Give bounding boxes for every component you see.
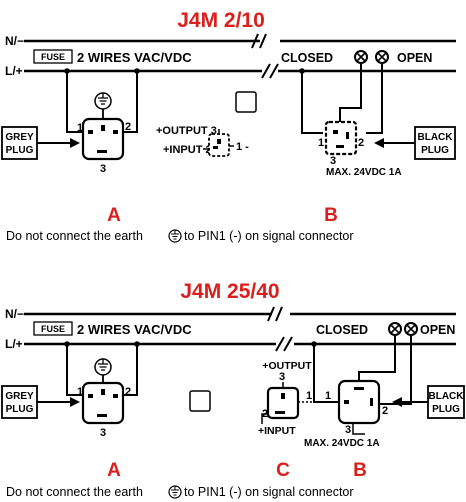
- grey-plug-line2: PLUG: [6, 404, 34, 415]
- line-break-mark: [267, 306, 293, 352]
- pin-b2: 2: [382, 405, 388, 417]
- junction: [134, 68, 140, 74]
- wires-label: 2 WIRES VAC/VDC: [77, 322, 192, 337]
- pin-b3: 3: [330, 155, 336, 167]
- note-text: Do not connect the earth: [6, 485, 143, 499]
- closed-lamp-icon: [388, 322, 402, 336]
- fuse-box: [33, 49, 73, 64]
- junction: [64, 68, 70, 74]
- pin-c3: 3: [279, 371, 285, 383]
- grey-plug-line2: PLUG: [6, 145, 34, 156]
- grey-plug-arrow-icon: [37, 397, 80, 407]
- connector-a: 1 2 3: [77, 92, 131, 175]
- connector-c: +OUTPUT 3 +INPUT 2 1 -: [156, 125, 249, 157]
- fuse-box: [33, 321, 73, 336]
- wire-b2: [366, 63, 383, 134]
- pin-a1: 1: [77, 386, 83, 398]
- n-label: N/−: [5, 34, 24, 48]
- pin-b3: 3: [345, 424, 351, 436]
- grey-plug-arrow-icon: [37, 138, 80, 148]
- closed-label: CLOSED: [316, 323, 368, 337]
- pin-a2: 2: [125, 386, 131, 398]
- closed-label: CLOSED: [281, 51, 333, 65]
- pin-a3: 3: [100, 163, 106, 175]
- wire-a2: [124, 71, 138, 133]
- output-label: +OUTPUT 3: [156, 125, 217, 137]
- wire-b1: [301, 71, 323, 134]
- junction: [299, 68, 305, 74]
- pin-b2: 2: [358, 137, 364, 149]
- open-label: OPEN: [397, 51, 432, 65]
- diagram1-title: J4M 2/10: [177, 9, 265, 32]
- grey-plug-line1: GREY: [5, 391, 34, 402]
- black-plug-line2: PLUG: [421, 145, 449, 156]
- label-c: C: [276, 460, 290, 481]
- input-label: +INPUT: [258, 425, 296, 437]
- wire-b1: [313, 344, 339, 403]
- black-plug-box: [427, 385, 465, 419]
- diagram-j4m-2-10: J4M 2/10 N/− L/+ FUSE 2 WIRES VAC/VDC CL…: [1, 9, 456, 243]
- fuse-label: FUSE: [41, 52, 65, 62]
- wire-b3: [339, 63, 362, 122]
- wire-a2: [124, 344, 138, 396]
- note-tail: to PIN1 (-) on signal connector: [184, 485, 354, 499]
- black-plug-box: [414, 126, 456, 160]
- connector-c: +OUTPUT 3 2 +INPUT 1: [258, 360, 318, 437]
- wire-b3: [358, 336, 396, 381]
- note-text: Do not connect the earth: [6, 229, 143, 243]
- earth-icon: [168, 485, 182, 499]
- open-lamp-icon: [375, 50, 389, 64]
- l-label: L/+: [5, 64, 23, 78]
- grey-plug-box: [1, 126, 38, 160]
- pin-c1: 1: [306, 390, 312, 402]
- open-lamp-icon: [404, 322, 418, 336]
- diagram-j4m-25-40: J4M 25/40 N/− L/+ FUSE 2 WIRES VAC/VDC C…: [1, 280, 465, 499]
- connector-b: 1 2 3 MAX. 24VDC 1A: [304, 379, 388, 449]
- diagram2-title: J4M 25/40: [180, 280, 279, 303]
- pin-b1: 1: [318, 137, 324, 149]
- label-b: B: [353, 460, 367, 481]
- output-label: +OUTPUT: [262, 360, 312, 372]
- wires-label: 2 WIRES VAC/VDC: [77, 50, 192, 65]
- label-a: A: [107, 460, 121, 481]
- label-a: A: [107, 205, 121, 226]
- l-label: L/+: [5, 337, 23, 351]
- black-plug-arrow-icon: [374, 138, 415, 148]
- black-plug-arrow-icon: [392, 397, 428, 407]
- label-b: B: [324, 205, 338, 226]
- valve-square-icon: [189, 390, 211, 412]
- fuse-label: FUSE: [41, 324, 65, 334]
- max-rating-label: MAX. 24VDC 1A: [326, 167, 402, 178]
- connector-a: 1 2 3: [77, 358, 131, 439]
- n-label: N/−: [5, 307, 24, 321]
- junction: [134, 341, 140, 347]
- earth-icon: [168, 229, 182, 243]
- black-plug-line1: BLACK: [418, 132, 454, 143]
- connector-b: 1 2 3 MAX. 24VDC 1A: [318, 120, 402, 178]
- wire-b2: [378, 336, 412, 405]
- wire-a1: [66, 71, 83, 133]
- pin-a1: 1: [77, 122, 83, 134]
- black-plug-line2: PLUG: [432, 404, 460, 415]
- wire-a1: [66, 344, 83, 396]
- pin-c1: 1 -: [236, 141, 249, 153]
- max-rating-label: MAX. 24VDC 1A: [304, 438, 380, 449]
- pin-b1: 1: [325, 390, 331, 402]
- valve-square-icon: [235, 91, 257, 113]
- note-tail: to PIN1 (-) on signal connector: [184, 229, 354, 243]
- pin-a2: 2: [125, 121, 131, 133]
- earth-icon: [94, 358, 112, 376]
- black-plug-line1: BLACK: [429, 391, 465, 402]
- grey-plug-line1: GREY: [5, 132, 34, 143]
- pin-a3: 3: [100, 427, 106, 439]
- input-label: +INPUT 2: [163, 144, 212, 156]
- junction: [64, 341, 70, 347]
- closed-lamp-icon: [354, 50, 368, 64]
- junction: [311, 341, 317, 347]
- open-label: OPEN: [420, 323, 455, 337]
- earth-icon: [94, 92, 112, 110]
- line-break-mark: [251, 33, 279, 79]
